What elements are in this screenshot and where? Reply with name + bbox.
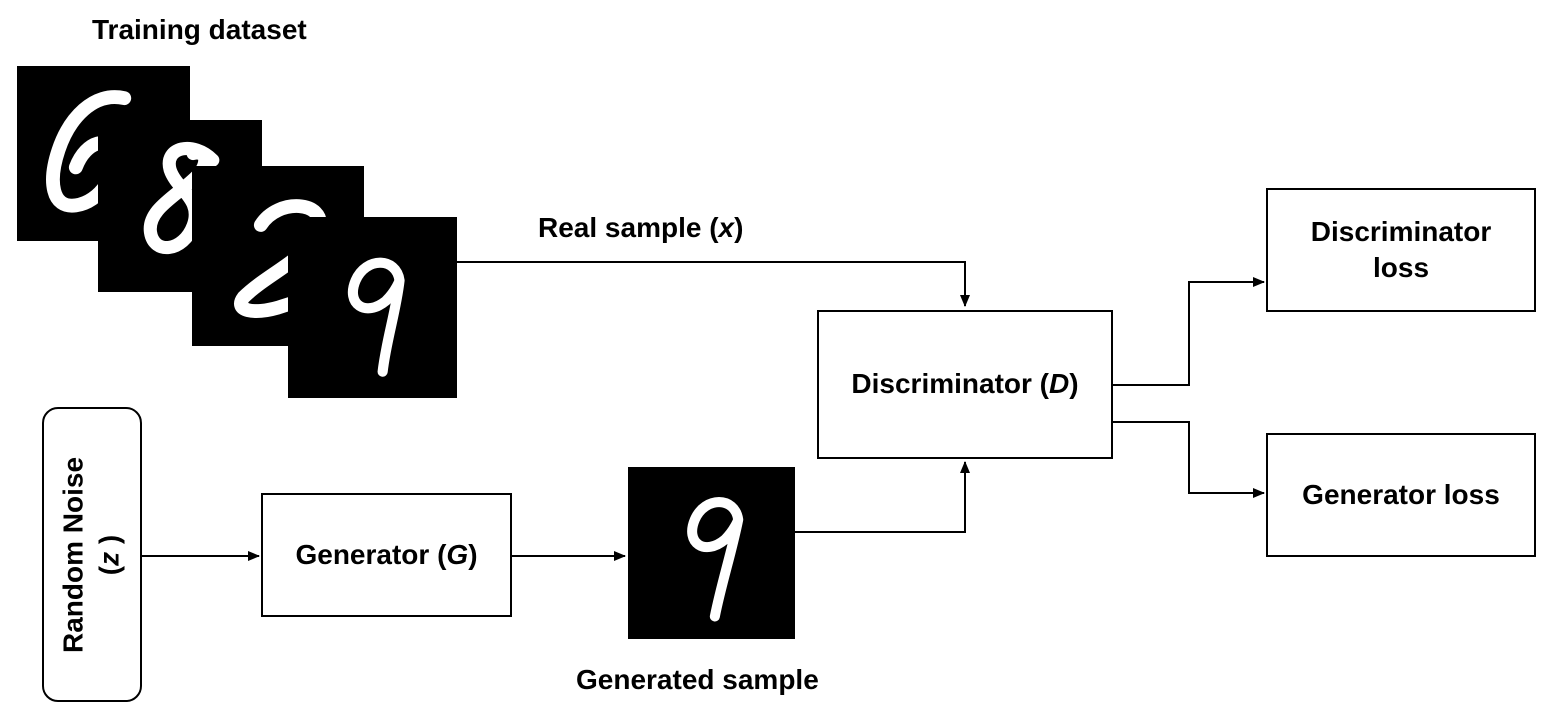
generated-sample-image (628, 467, 795, 639)
real-sample-suffix: ) (734, 212, 744, 243)
training-image-9 (288, 217, 457, 398)
random-noise-label: Random Noise (57, 456, 89, 653)
generator-box: Generator (G) (261, 493, 512, 617)
real-sample-label: Real sample (x) (538, 214, 743, 242)
random-noise-box: Random Noise (z ) (42, 407, 142, 702)
real-sample-symbol: x (718, 212, 735, 243)
generator-label: Generator (G) (295, 538, 478, 570)
training-dataset-label: Training dataset (92, 14, 307, 45)
real-sample-arrow (457, 261, 970, 307)
generator-symbol: G (446, 538, 469, 570)
discriminator-label: Discriminator (D) (851, 368, 1079, 400)
discriminator-box: Discriminator (D) (817, 310, 1113, 459)
generator-loss-arrow (1113, 421, 1265, 498)
generated-sample-arrow (795, 461, 970, 533)
generated-sample-label: Generated sample (576, 664, 819, 695)
real-sample-prefix: Real sample ( (538, 212, 719, 243)
discriminator-loss-line2: loss (1372, 252, 1430, 283)
generator-loss-box: Generator loss (1266, 433, 1536, 557)
random-noise-text: Random Noise (z ) (56, 456, 129, 652)
discriminator-loss-arrow (1113, 277, 1265, 386)
discriminator-loss-box: Discriminator loss (1266, 188, 1536, 312)
discriminator-loss-line1: Discriminator (1310, 215, 1492, 247)
random-noise-symbol: z (94, 551, 125, 566)
discriminator-symbol: D (1049, 368, 1070, 400)
generator-loss-label: Generator loss (1302, 478, 1500, 510)
random-noise-symbol-line: (z ) (94, 534, 125, 575)
